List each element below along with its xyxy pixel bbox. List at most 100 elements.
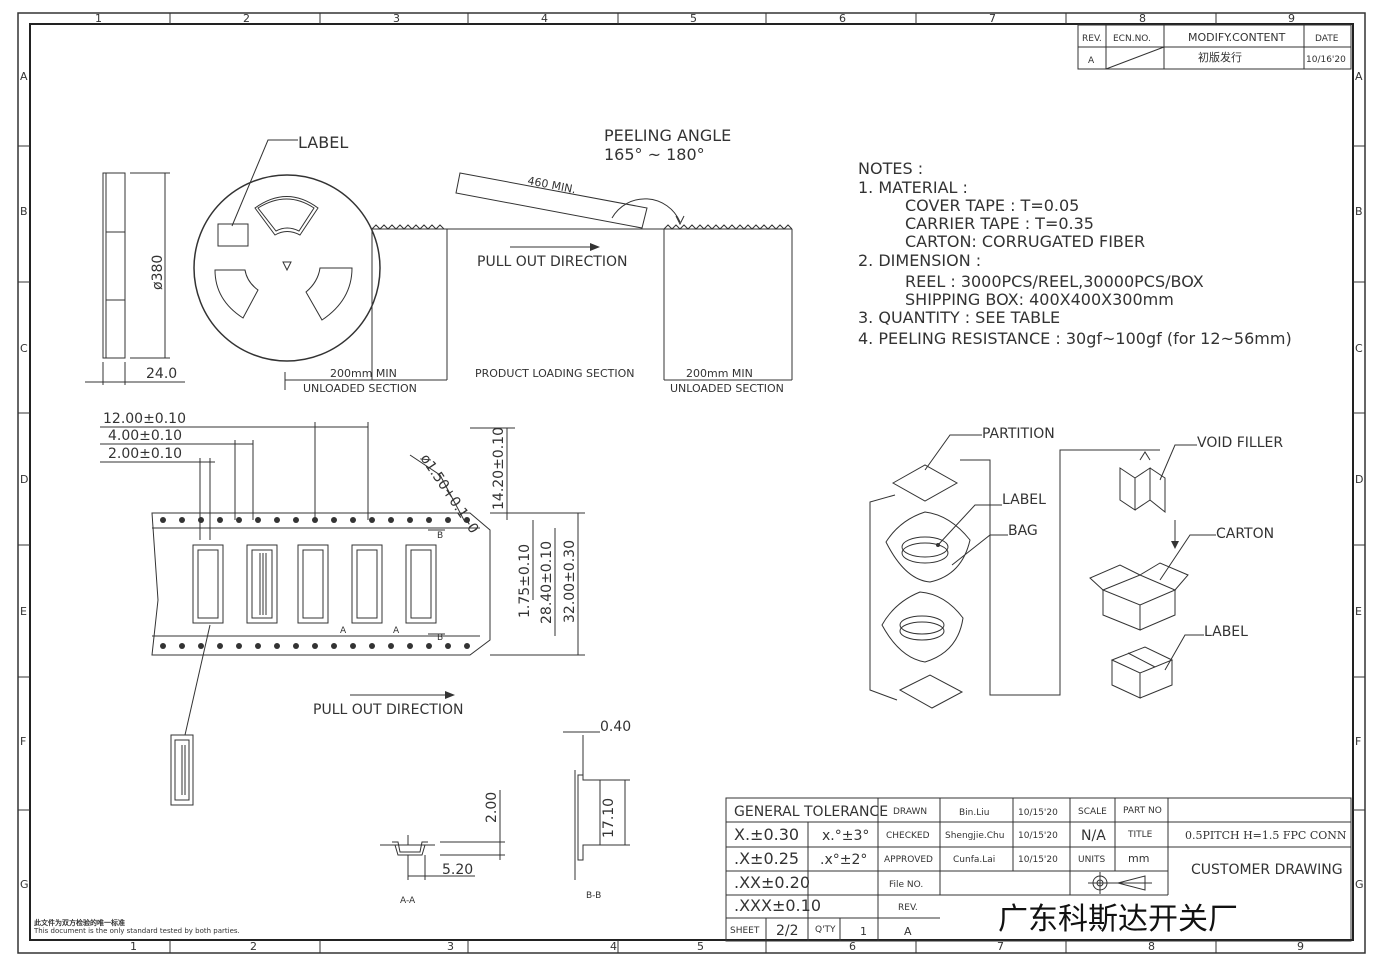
carton-label: CARTON [1216,526,1274,542]
col-label-top: 3 [393,12,400,25]
qty-value: 1 [860,925,867,938]
modify-value: 初版发行 [1198,50,1242,64]
section2-name: PRODUCT LOADING SECTION [475,367,635,380]
aa-dim-w: 5.20 [442,862,473,878]
bb-label: B-B [586,891,601,901]
customer-drawing: CUSTOMER DRAWING [1191,862,1343,878]
tol-xx: .X±0.25 [734,849,799,868]
approved-date: 10/15'20 [1018,855,1058,865]
scale-value: N/A [1081,828,1106,844]
section-b-bottom: B [437,633,443,643]
date-value: 10/16'20 [1306,55,1346,65]
projection-symbol [1088,872,1152,894]
section3-length: 200mm MIN [686,367,753,380]
col-label-bottom: 5 [697,940,704,953]
col-label-top: 8 [1139,12,1146,25]
approved-label: APPROVED [884,855,933,865]
title-block: GENERAL TOLERANCE X.±0.30 x.°±3° .X±0.25… [725,797,1352,942]
row-label-right: F [1355,735,1361,748]
col-label-bottom: 1 [130,940,137,953]
revision-table: REV. ECN.NO. MODIFY.CONTENT DATE A 初版发行 … [1077,24,1352,70]
tol-x: X.±0.30 [734,825,799,844]
notes-title: NOTES : [858,159,923,178]
rev-value: A [904,925,912,938]
col-label-bottom: 7 [997,940,1004,953]
note-line: 2. DIMENSION : [858,251,981,270]
packing-diagram: PARTITION LABEL BAG VOID FILLER CARTON [869,426,1283,709]
checked-label: CHECKED [886,831,930,841]
checked-name: Shengjie.Chu [945,831,1004,841]
units-label: UNITS [1078,855,1105,865]
tol-xxxx: .XXX±0.10 [734,896,821,915]
col-label-top: 6 [839,12,846,25]
row-ruler-ticks [18,145,1365,811]
row-label-left: C [20,342,28,355]
col-label-bottom: 8 [1148,940,1155,953]
dim-pitch2: 2.00±0.10 [108,446,182,462]
reel-diameter-dim: ø380 [150,255,166,290]
row-label-right: E [1355,605,1362,618]
footnote-cn: 此文件为双方检验的唯一标准 [34,918,125,927]
note-line: COVER TAPE : T=0.05 [905,196,1079,215]
row-label-right: D [1355,473,1363,486]
note-line: 4. PEELING RESISTANCE : 30gf~100gf (for … [858,329,1292,348]
col-label-top: 5 [690,12,697,25]
modify-header: MODIFY.CONTENT [1188,31,1286,44]
col-label-bottom: 2 [250,940,257,953]
pull-out-direction-bottom: PULL OUT DIRECTION [313,702,463,718]
ecn-header: ECN.NO. [1113,34,1151,44]
dim-28-40: 28.40±0.10 [539,541,555,624]
label-callout-2: LABEL [1204,624,1248,640]
peeling-angle-value: 165° ~ 180° [604,145,705,164]
dim-pitch4: 4.00±0.10 [108,428,182,444]
inner-border [29,23,1354,941]
qty-label: Q'TY [815,925,836,935]
section-a-left: A [340,626,347,636]
checked-date: 10/15'20 [1018,831,1058,841]
section-a-right: A [393,626,400,636]
section-b-top: B [437,531,443,541]
tol-x-angle: x.°±3° [822,828,869,844]
bb-dim-h: 17.10 [601,798,617,838]
scale-label: SCALE [1078,807,1107,817]
note-line: CARRIER TAPE : T=0.35 [905,214,1094,233]
sheet-value: 2/2 [776,923,799,939]
dim-14-20: 14.20±0.10 [491,427,507,510]
section1-length: 200mm MIN [330,367,397,380]
outer-border [17,12,1366,954]
note-line: REEL : 3000PCS/REEL,30000PCS/BOX [905,272,1204,291]
rev-label: REV. [898,903,918,913]
label-callout-1: LABEL [1002,492,1046,508]
col-label-bottom: 4 [610,940,617,953]
units-value: mm [1128,852,1149,865]
note-line: CARTON: CORRUGATED FIBER [905,232,1145,251]
part-no-label: PART NO [1123,806,1162,816]
note-line: 1. MATERIAL : [858,178,968,197]
row-label-left: B [20,205,28,218]
row-label-left: D [20,473,28,486]
title-value: 0.5PITCH H=1.5 FPC CONN [1185,829,1347,842]
aa-label: A-A [400,896,416,906]
row-label-left: A [20,70,28,83]
row-label-left: G [20,878,29,891]
column-ruler-bottom [169,940,1217,953]
reel-side-view: 24.0 ø380 [85,172,185,385]
reel-front-view: LABEL [193,133,381,362]
general-tolerance: GENERAL TOLERANCE [734,804,888,820]
col-label-bottom: 9 [1297,940,1304,953]
note-line: 3. QUANTITY : SEE TABLE [858,308,1060,327]
bag-label: BAG [1008,523,1038,539]
bb-dim-t: 0.40 [600,719,631,735]
col-label-top: 9 [1288,12,1295,25]
approved-name: Cunfa.Lai [953,855,995,865]
tol-xx-angle: .x°±2° [820,852,867,868]
col-label-top: 2 [243,12,250,25]
row-label-right: B [1355,205,1363,218]
pull-out-direction-top: PULL OUT DIRECTION [477,254,627,270]
drawn-label: DRAWN [893,807,927,817]
row-label-right: C [1355,342,1363,355]
col-label-bottom: 3 [447,940,454,953]
col-label-top: 1 [95,12,102,25]
peeling-angle-title: PEELING ANGLE [604,126,731,145]
